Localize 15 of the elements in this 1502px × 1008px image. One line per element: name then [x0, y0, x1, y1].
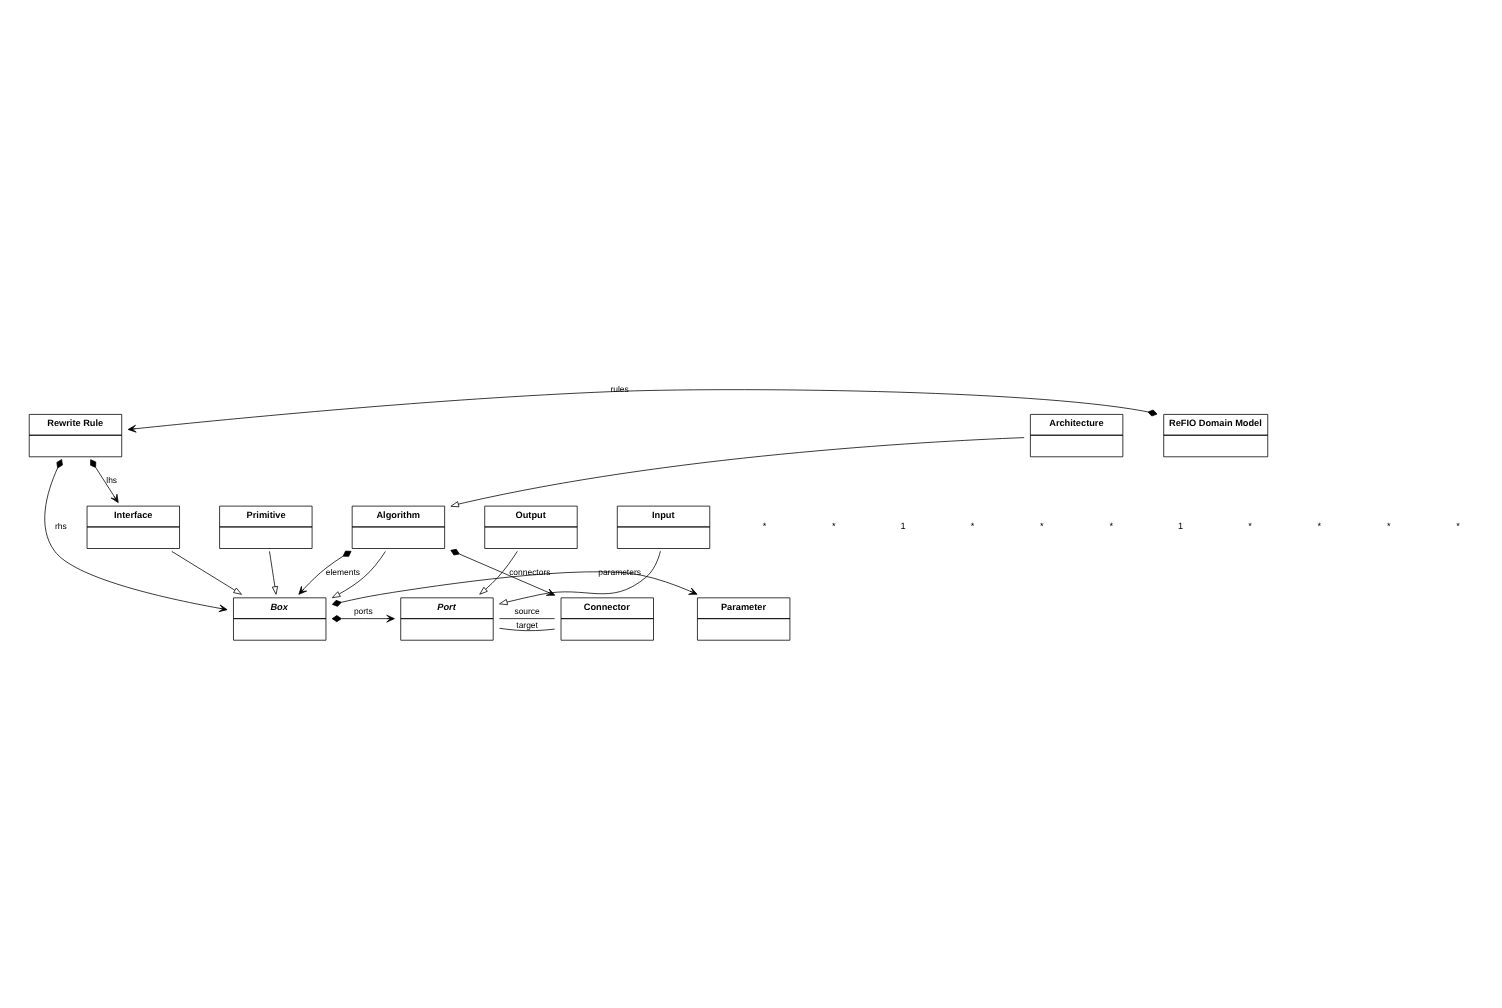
- arrow: [499, 550, 661, 606]
- arrow: [331, 614, 395, 623]
- arrow: [269, 551, 278, 595]
- arrow: [450, 548, 556, 596]
- arrow: [331, 551, 386, 599]
- connector: [499, 627, 556, 632]
- arrow: [450, 437, 1025, 508]
- arrow: [298, 550, 352, 595]
- connector: [499, 618, 556, 620]
- arrow: [331, 571, 698, 607]
- arrow: [44, 459, 228, 613]
- arrow: [171, 551, 242, 595]
- arrow: [127, 389, 1158, 433]
- arrow: [479, 550, 518, 595]
- arrow: [90, 459, 119, 503]
